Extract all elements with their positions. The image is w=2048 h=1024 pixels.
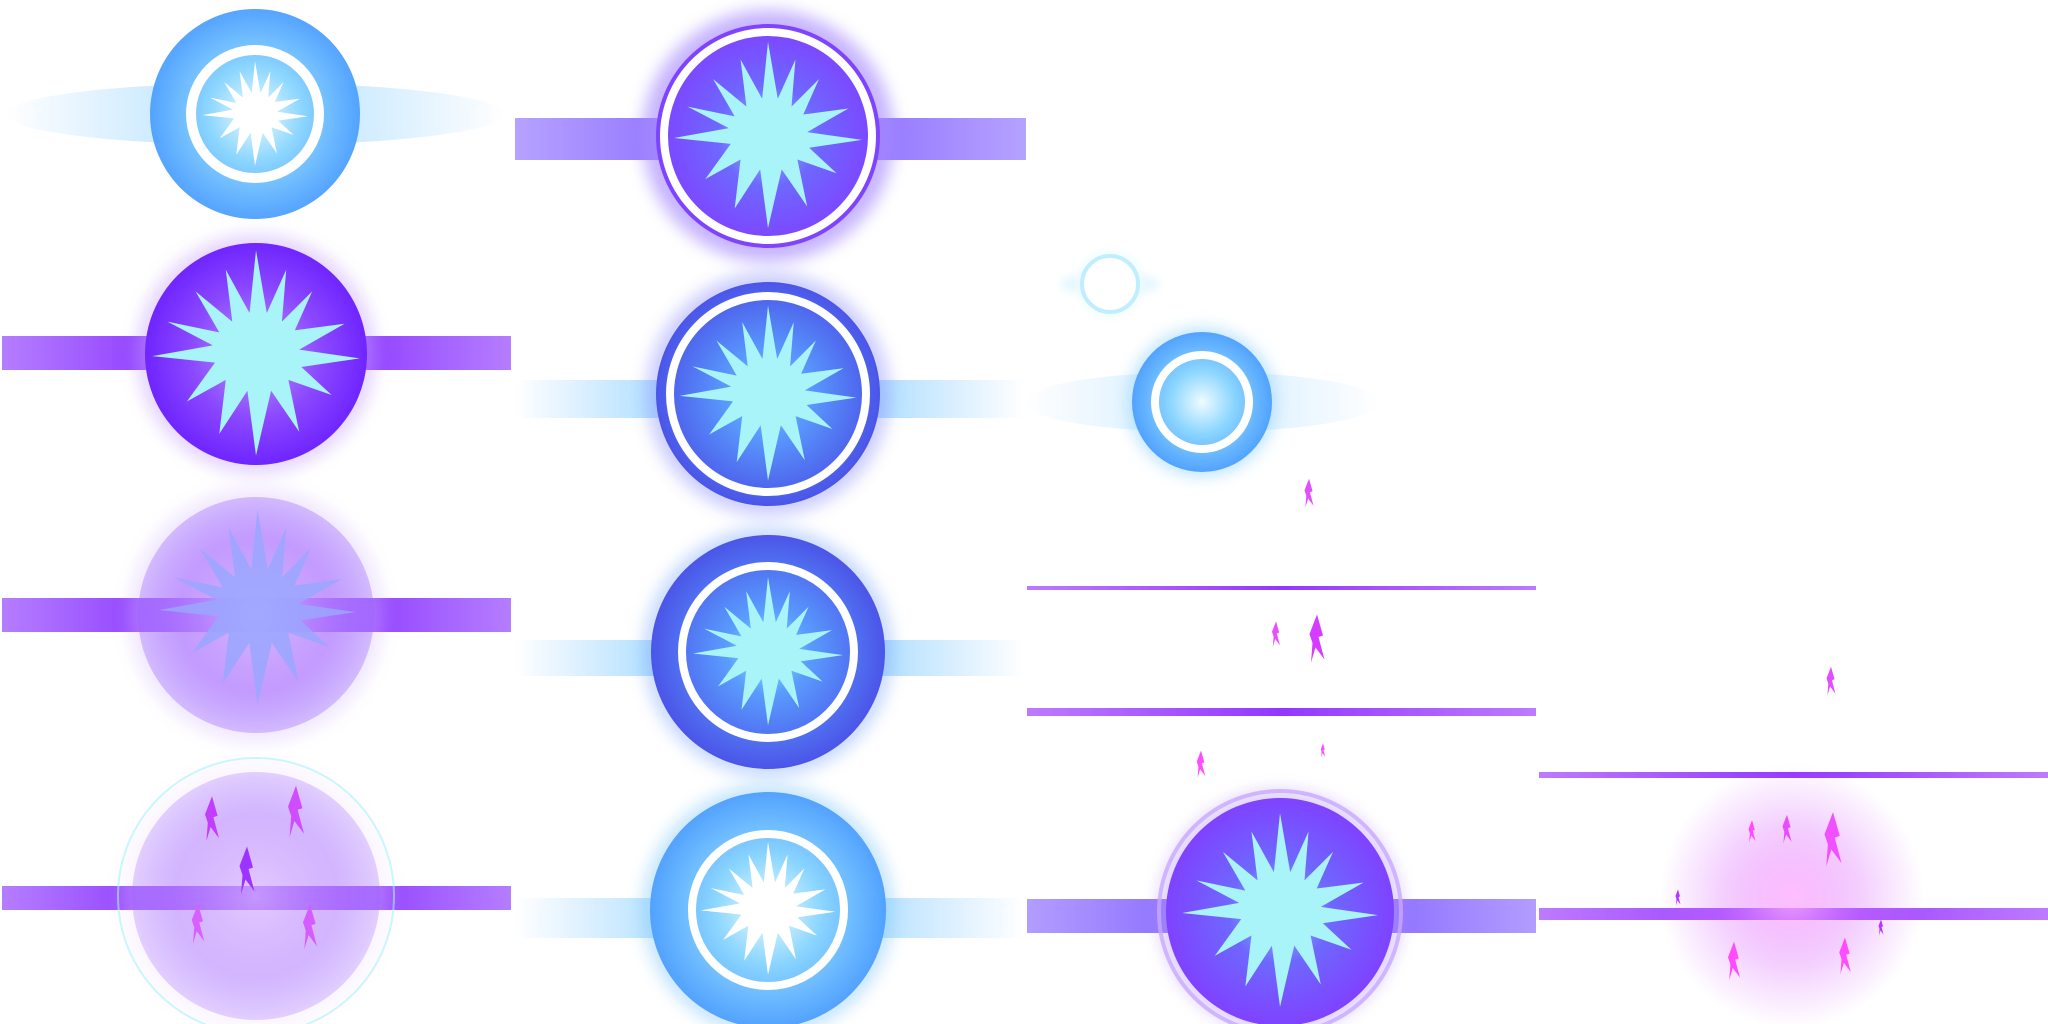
frame-11	[1027, 478, 1536, 778]
frame-03	[2, 234, 511, 474]
frame-12	[1027, 789, 1536, 1024]
frame-05	[2, 757, 511, 1024]
frame-10	[1024, 328, 1380, 476]
frame-09	[1060, 250, 1160, 318]
frame-08	[515, 784, 1024, 1024]
frame-02	[515, 10, 1026, 262]
frame-07	[515, 527, 1024, 777]
frame-04	[2, 487, 511, 743]
frame-14	[1660, 764, 1924, 1024]
frame-01	[5, 9, 505, 219]
frame-06	[515, 272, 1024, 516]
